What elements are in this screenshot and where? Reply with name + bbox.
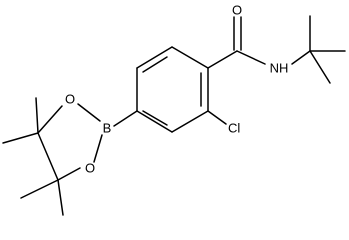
pinacol-boronate — [2, 97, 138, 216]
bond-boron-oxygen-upper — [77, 103, 101, 122]
amide-group — [207, 15, 346, 84]
bond-oxygen-upper-carbon — [37, 105, 63, 134]
bond-nitrogen-tbutyl — [291, 50, 311, 65]
bond-pinacol-methyl-4 — [57, 179, 64, 216]
bond-boron-oxygen-lower — [93, 134, 103, 163]
benzene-ring — [136, 46, 209, 133]
chemical-structure: O NH Cl B O O — [0, 0, 349, 221]
canvas-background — [0, 0, 349, 221]
ring-bond-c5-c6 — [136, 46, 173, 69]
atom-oxygen-ring-upper: O — [65, 92, 75, 107]
bond-pinacol-methyl-3 — [20, 179, 59, 199]
ring-double-bond-c3-c4 — [142, 110, 168, 126]
ring-double-bond-c5-c6 — [142, 56, 168, 73]
ring-bond-c6-c1 — [171, 46, 209, 69]
bond-ring-boron — [113, 110, 138, 127]
atom-amide-nh: NH — [270, 61, 289, 76]
atom-chlorine: Cl — [228, 121, 240, 136]
atom-boron: B — [103, 121, 112, 136]
bond-ring-chlorine — [207, 110, 227, 125]
bond-ring-carbonyl — [207, 50, 238, 69]
bond-tbutyl-methyl-down — [309, 50, 331, 84]
bond-pinacol-methyl-2 — [2, 132, 39, 144]
bond-carbonyl-nitrogen — [236, 50, 266, 65]
atom-oxygen-ring-lower: O — [85, 161, 95, 176]
ring-bond-c2-c3 — [171, 110, 209, 133]
bond-oxygen-lower-carbon — [57, 167, 81, 181]
atom-oxygen-carbonyl: O — [232, 3, 242, 18]
bond-pinacol-c-c — [37, 132, 59, 181]
ring-bond-c3-c4 — [136, 110, 173, 133]
bond-pinacol-methyl-1 — [35, 97, 39, 134]
